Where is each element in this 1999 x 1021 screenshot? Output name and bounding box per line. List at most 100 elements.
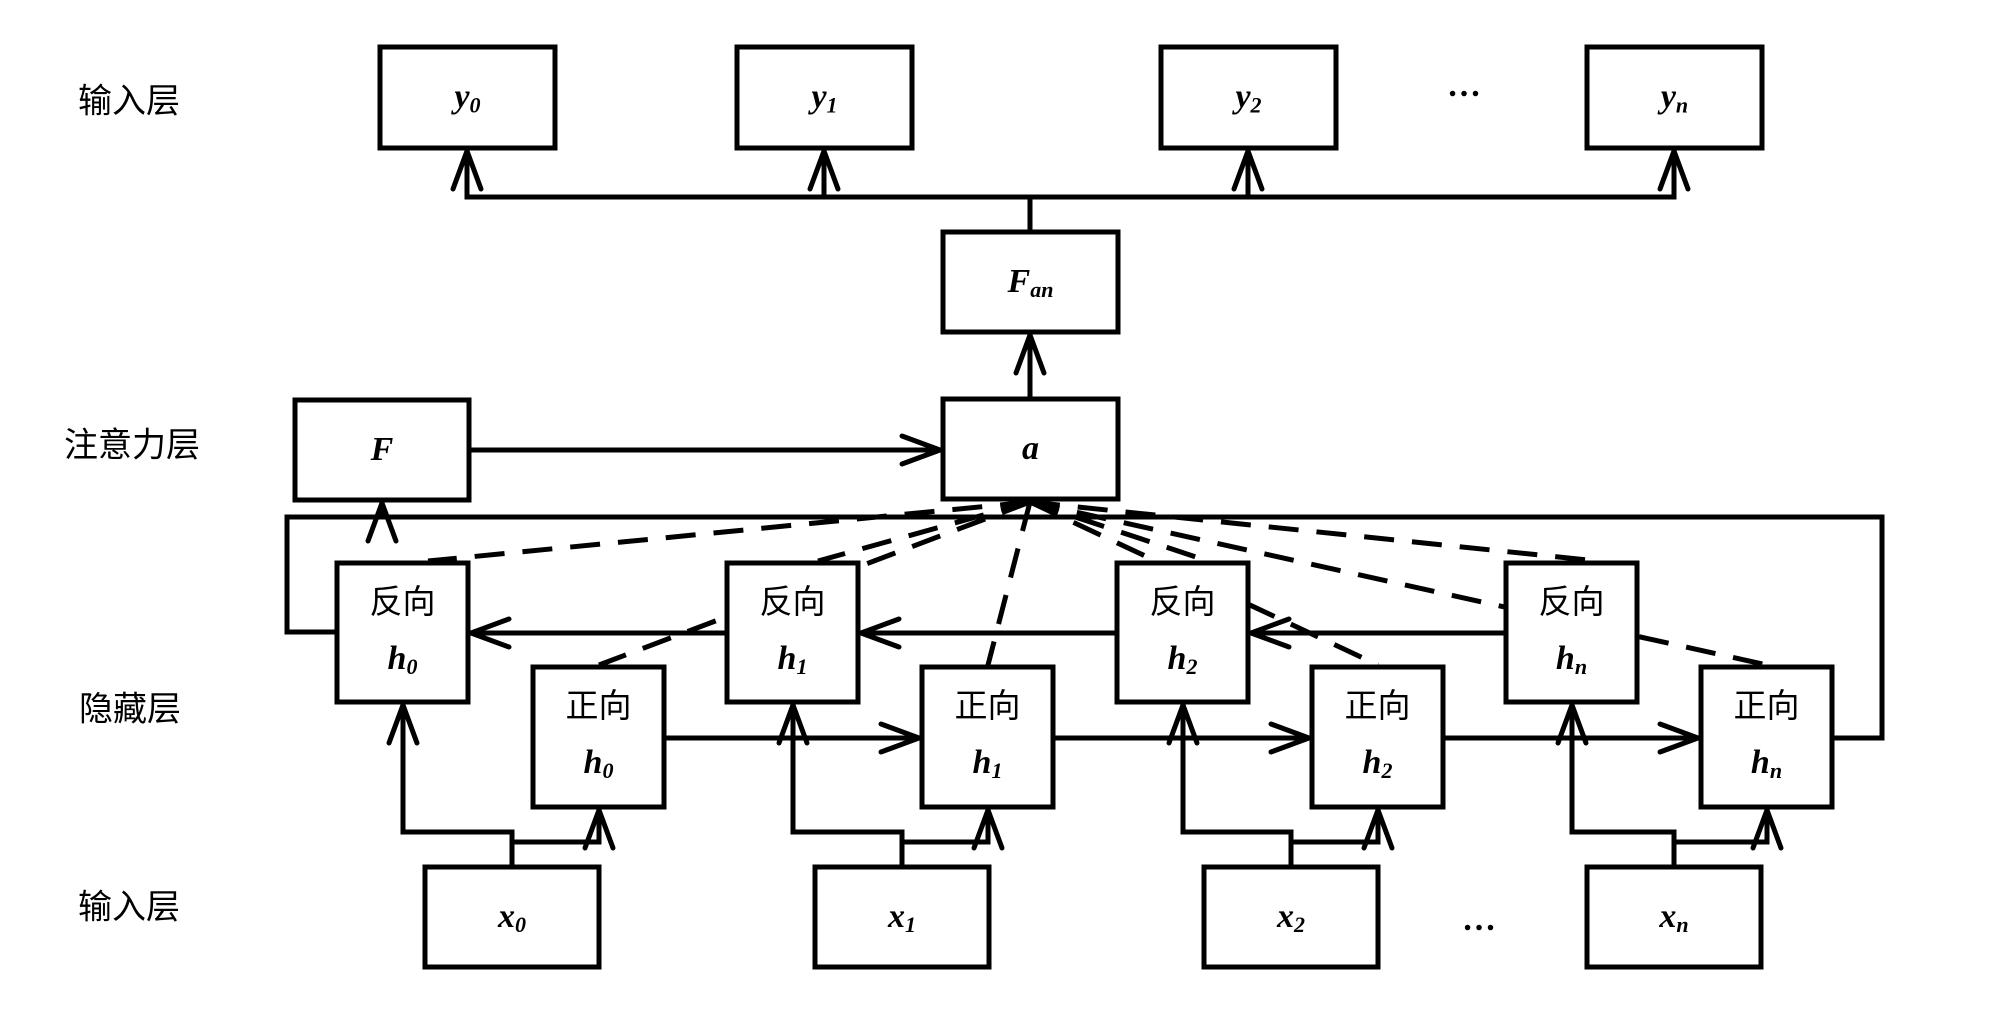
backward-node-hn-label: hn xyxy=(1556,640,1587,679)
input-to-backward-3 xyxy=(1569,702,1677,870)
arrowhead-input-forward-1 xyxy=(971,802,1005,851)
output-node-y1-label-symbol: y xyxy=(807,79,827,116)
f-node-label-symbol: F xyxy=(370,431,394,468)
arrowhead-backward-1 xyxy=(853,616,902,650)
input-to-forward-3 xyxy=(1671,807,1770,845)
forward-node-h2-label-subscript: 2 xyxy=(1380,758,1392,783)
backward-node-h2-direction: 反向 xyxy=(1150,582,1216,621)
layer-label-attention: 注意力层 xyxy=(64,425,200,466)
a-node xyxy=(940,396,1121,502)
arrowhead-forward-2 xyxy=(1657,721,1706,755)
output-node-yn-label-subscript: n xyxy=(1676,93,1688,118)
forward-node-hn-label-symbol: h xyxy=(1751,744,1770,781)
forward-node-h1-label-subscript: 1 xyxy=(991,758,1002,783)
arrowhead-input-forward-2 xyxy=(1361,802,1395,851)
attention-dashed-link-backward-0 xyxy=(427,499,1031,564)
arrowhead-input-forward-0 xyxy=(582,802,616,851)
backward-node-h2-label-symbol: h xyxy=(1168,640,1187,677)
arrowhead-forward-0 xyxy=(878,721,927,755)
forward-node-hn-label-subscript: n xyxy=(1770,758,1782,783)
output-node-y0-label: y0 xyxy=(450,79,480,118)
input-node-x2 xyxy=(1201,864,1381,970)
input-node-xn-label-subscript: n xyxy=(1676,912,1688,937)
input-node-x2-label: x2 xyxy=(1276,898,1305,937)
input-node-x1-label-symbol: x xyxy=(887,898,905,935)
output-node-y1 xyxy=(734,44,915,151)
output-node-y2-label-subscript: 2 xyxy=(1250,93,1262,118)
input-node-x1-label: x1 xyxy=(887,898,916,937)
forward-node-h1-direction: 正向 xyxy=(955,686,1021,725)
output-node-y0 xyxy=(377,44,558,151)
input-to-backward-0 xyxy=(400,702,515,870)
input-node-x0-label: x0 xyxy=(497,898,526,937)
attention-dashed-link-backward-2 xyxy=(1029,499,1209,564)
output-node-y2 xyxy=(1158,44,1339,151)
layer-label-input: 输入层 xyxy=(78,887,180,928)
backward-node-h0-label-symbol: h xyxy=(388,640,407,677)
arrowhead-input-backward-1 xyxy=(776,697,810,746)
forward-node-h0 xyxy=(530,664,667,810)
fan-node-label: Fan xyxy=(1007,263,1054,302)
connector-lines xyxy=(284,143,1885,870)
input-node-x2-label-subscript: 2 xyxy=(1293,912,1305,937)
input-node-x0-label-symbol: x xyxy=(497,898,515,935)
forward-node-h0-label-subscript: 0 xyxy=(602,758,613,783)
input-node-xn-label-symbol: x xyxy=(1658,898,1676,935)
arrowhead-a-to-fan xyxy=(1013,327,1047,376)
arrowhead-output-2 xyxy=(1231,143,1265,192)
arrowhead-input-backward-3 xyxy=(1555,697,1589,746)
fan-node-label-subscript: an xyxy=(1030,277,1053,302)
backward-node-hn xyxy=(1503,560,1640,705)
input-to-backward-1 xyxy=(790,702,905,870)
attention-dashed-link-backward-3 xyxy=(1029,499,1598,564)
backward-node-h0-direction: 反向 xyxy=(370,582,436,621)
backward-node-hn-direction: 反向 xyxy=(1539,582,1605,621)
backward-node-hn-label-symbol: h xyxy=(1556,640,1575,677)
backward-node-h2 xyxy=(1114,560,1251,705)
input-node-xn-label: xn xyxy=(1658,898,1688,937)
backward-node-h1-label-symbol: h xyxy=(778,640,797,677)
forward-node-hn-direction: 正向 xyxy=(1734,686,1800,725)
a-node-label-symbol: a xyxy=(1022,430,1039,467)
backward-node-h0-label-subscript: 0 xyxy=(406,654,417,679)
output-ellipsis: … xyxy=(1447,67,1481,104)
input-node-x1 xyxy=(812,864,992,970)
input-to-forward-0 xyxy=(509,807,602,845)
attention-dashed-link-forward-3 xyxy=(1029,499,1768,668)
output-node-y0-label-symbol: y xyxy=(450,79,470,116)
input-node-xn xyxy=(1584,864,1764,970)
forward-node-h1 xyxy=(919,664,1056,810)
layer-label-hidden: 隐藏层 xyxy=(79,689,181,730)
forward-node-hn-label: hn xyxy=(1751,744,1782,783)
forward-node-h2-label: h2 xyxy=(1363,744,1393,783)
input-to-forward-1 xyxy=(899,807,991,845)
output-node-yn xyxy=(1584,44,1765,151)
f-node xyxy=(292,397,472,503)
attention-dashed-link-forward-0 xyxy=(598,499,1031,668)
arrowhead-backward-2 xyxy=(1243,616,1292,650)
arrowhead-backward-0 xyxy=(463,616,512,650)
input-to-forward-2 xyxy=(1288,807,1381,845)
feedback-loop-line xyxy=(284,514,1885,741)
fan-node xyxy=(940,229,1121,335)
output-node-yn-label: yn xyxy=(1657,79,1688,118)
forward-node-h2-direction: 正向 xyxy=(1345,686,1411,725)
backward-node-h1 xyxy=(724,560,861,705)
arrowhead-loop-to-f xyxy=(365,495,399,544)
attention-dashed-link-backward-1 xyxy=(817,499,1031,564)
forward-node-h2 xyxy=(1309,664,1446,810)
input-ellipsis: … xyxy=(1462,901,1496,938)
backward-node-h1-label-subscript: 1 xyxy=(796,654,807,679)
forward-node-h0-label: h0 xyxy=(584,744,614,783)
backward-node-h1-direction: 反向 xyxy=(760,582,826,621)
forward-node-h0-direction: 正向 xyxy=(566,686,632,725)
output-node-y1-label: y1 xyxy=(807,79,837,118)
node-boxes xyxy=(292,44,1835,970)
output-node-y0-label-subscript: 0 xyxy=(470,93,481,118)
arrowhead-output-3 xyxy=(1657,143,1691,192)
arrowhead-input-forward-3 xyxy=(1750,802,1784,851)
backward-node-h2-label: h2 xyxy=(1168,640,1198,679)
input-to-backward-2 xyxy=(1180,702,1294,870)
